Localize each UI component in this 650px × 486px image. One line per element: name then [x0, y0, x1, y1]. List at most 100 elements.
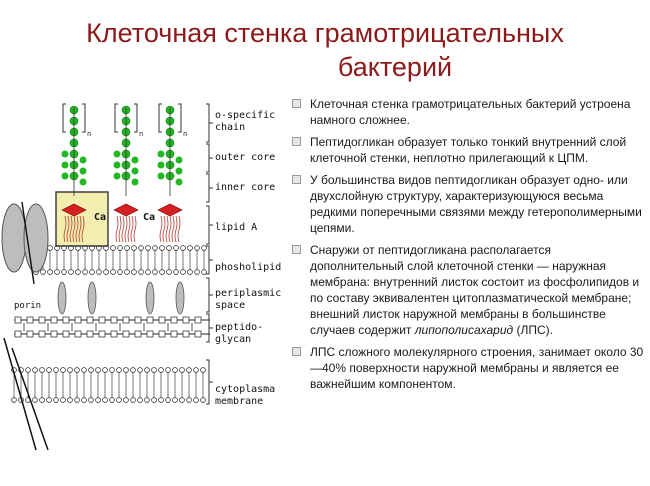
fatty-acid-tail	[127, 215, 131, 243]
sugar-unit	[146, 316, 154, 324]
phospholipid-head	[123, 367, 129, 373]
bullet-item: Снаружи от пептидогликана располагается …	[288, 242, 644, 338]
bullet-item: ЛПС сложного молекулярного строения, зан…	[288, 344, 644, 392]
sugar-unit	[98, 316, 106, 324]
phospholipid-head	[67, 397, 73, 403]
bullet-item: Клеточная стенка грамотрицательных бакте…	[288, 96, 644, 128]
core-sugar-branch	[175, 178, 183, 186]
layer-brace	[206, 359, 210, 405]
phospholipid-head	[138, 245, 144, 251]
fatty-acid-tail	[168, 215, 172, 243]
phospholipid-head	[89, 269, 95, 275]
phospholipid-head	[82, 269, 88, 275]
phospholipid-head	[109, 367, 115, 373]
sugar-unit	[62, 330, 70, 338]
phospholipid-head	[144, 367, 150, 373]
phospholipid-head	[165, 367, 171, 373]
sugar-unit	[74, 316, 82, 324]
phospholipid-head	[158, 367, 164, 373]
phospholipid-head	[130, 397, 136, 403]
phospholipid-head	[137, 367, 143, 373]
phospholipid-head	[193, 367, 199, 373]
lipid-a-head	[61, 203, 87, 217]
phospholipid-head	[96, 269, 102, 275]
fatty-acid-tail	[63, 215, 67, 243]
porin-protein	[1, 203, 27, 273]
layer-label: membrane	[215, 396, 263, 407]
phospholipid-head	[131, 269, 137, 275]
phospholipid-head	[159, 269, 165, 275]
phospholipid-head	[201, 245, 207, 251]
phospholipid-head	[53, 367, 59, 373]
phospholipid-head	[123, 397, 129, 403]
fatty-acid-tail	[115, 215, 119, 243]
sugar-unit	[110, 316, 118, 324]
sugar-unit	[50, 330, 58, 338]
porin-proteins: porin	[1, 201, 49, 311]
phospholipid-head	[47, 269, 53, 275]
sugar-unit	[182, 316, 190, 324]
sugar-unit	[50, 316, 58, 324]
sugar-unit	[26, 330, 34, 338]
layer-brace	[206, 205, 210, 245]
phospholipid-head	[186, 397, 192, 403]
fatty-acid-tail	[75, 215, 79, 243]
sugar-unit	[134, 330, 142, 338]
phospholipid-head	[145, 245, 151, 251]
layer-label: periplasmic	[215, 288, 281, 299]
layer-label: o-specific	[215, 110, 275, 121]
phospholipid-head	[159, 245, 165, 251]
phospholipid-head	[75, 269, 81, 275]
phospholipid-head	[32, 367, 38, 373]
layer-label: cytoplasma	[215, 384, 275, 395]
core-sugar-branch	[113, 161, 121, 169]
phospholipid-head	[110, 269, 116, 275]
phospholipid-head	[158, 397, 164, 403]
lipid-a-head	[157, 203, 183, 217]
core-sugar-branch	[157, 150, 165, 158]
phospholipid-head	[145, 269, 151, 275]
core-sugar-branch	[79, 156, 87, 164]
phospholipid-head	[25, 367, 31, 373]
phospholipid-head	[88, 367, 94, 373]
phospholipid-head	[60, 397, 66, 403]
layer-label: peptido-	[215, 322, 263, 333]
slide-title: Клеточная стенка грамотрицательных бакте…	[0, 16, 650, 84]
layer-label: inner core	[215, 182, 275, 193]
outer-membrane	[33, 245, 207, 315]
phospholipid-head	[151, 397, 157, 403]
phospholipid-head	[166, 245, 172, 251]
sugar-unit	[170, 316, 178, 324]
layer-label: chain	[215, 122, 245, 133]
sugar-unit	[158, 330, 166, 338]
fatty-acid-tail	[133, 215, 137, 243]
sugar-unit	[14, 316, 22, 324]
phospholipid-head	[117, 269, 123, 275]
calcium-ion-label: Ca	[94, 212, 106, 223]
core-sugar-branch	[131, 156, 139, 164]
phospholipid-head	[187, 269, 193, 275]
phospholipid-head	[53, 397, 59, 403]
layer-brace	[206, 245, 210, 275]
bullet-marker-icon	[292, 137, 301, 146]
sugar-unit	[38, 330, 46, 338]
repeat-bracket	[62, 103, 66, 133]
phospholipid-head	[74, 367, 80, 373]
layer-brace	[206, 143, 210, 173]
fatty-acid-tail	[130, 215, 134, 243]
phospholipid-head	[116, 397, 122, 403]
bullet-marker-icon	[292, 99, 301, 108]
bullet-item: У большинства видов пептидогликан образу…	[288, 172, 644, 236]
phospholipid-head	[137, 397, 143, 403]
phospholipid-head	[32, 397, 38, 403]
layer-label: outer core	[215, 152, 275, 163]
fatty-acid-tail	[72, 215, 76, 243]
phospholipid-head	[194, 269, 200, 275]
phospholipid-head	[102, 397, 108, 403]
layer-label: phosholipid	[215, 262, 281, 273]
phospholipid-head	[39, 397, 45, 403]
sugar-unit	[86, 330, 94, 338]
fatty-acid-tail	[171, 215, 175, 243]
